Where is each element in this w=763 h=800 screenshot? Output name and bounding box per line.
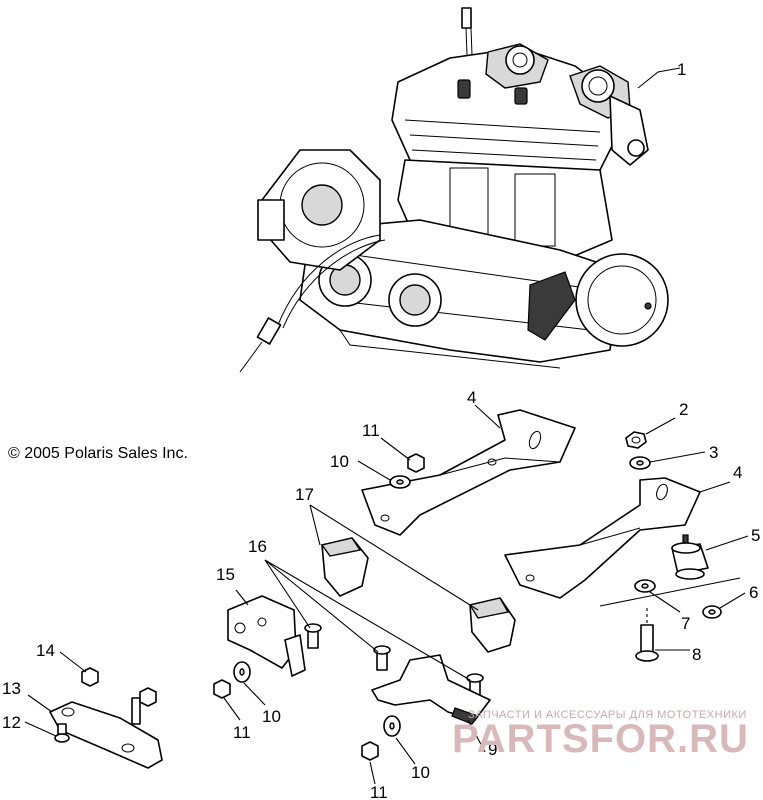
engine-mount-bracket-left [361, 409, 576, 536]
callout-10-mid: 10 [262, 707, 281, 726]
callout-16: 16 [248, 537, 267, 556]
callout-10-top: 10 [330, 452, 349, 471]
bolt-part-8 [635, 608, 659, 662]
snubber-part-17-b [468, 597, 516, 653]
bracket-part-15 [227, 595, 306, 677]
callout-9: 9 [488, 740, 497, 759]
watermark-brand: PARTSFOR.RU [452, 717, 749, 761]
leader-lines [24, 67, 749, 785]
isolator-part-5 [671, 534, 709, 580]
nut-part-2 [625, 431, 647, 449]
washer-part-10-top [389, 475, 411, 489]
washer-part-3 [629, 456, 651, 470]
washer-part-10-low [383, 715, 401, 737]
callout-17: 17 [295, 485, 314, 504]
washer-part-7 [634, 579, 656, 593]
callout-4-right: 4 [733, 463, 742, 482]
nut-part-11-low [361, 741, 379, 761]
engine-assembly [239, 7, 669, 373]
washer-part-10-mid [233, 661, 251, 683]
callout-3: 3 [709, 443, 718, 462]
nut-part-6 [702, 605, 722, 619]
callout-4-left: 4 [467, 388, 476, 407]
callout-13: 13 [2, 679, 21, 698]
callout-11-low: 11 [370, 783, 388, 800]
watermark: ЗАПЧАСТИ И АКСЕССУАРЫ ДЛЯ МОТОТЕХНИКИ PA… [452, 709, 749, 761]
callout-5: 5 [751, 526, 760, 545]
nut-part-14 [81, 667, 99, 687]
callout-8: 8 [692, 645, 701, 664]
copyright-notice: © 2005 Polaris Sales Inc. [8, 445, 188, 462]
bolt-part-16-a [304, 623, 322, 649]
callout-labels: 1 2 3 4 4 5 6 7 8 9 10 10 10 11 11 11 12… [2, 60, 760, 800]
callout-12: 12 [2, 713, 21, 732]
engine-mount-bracket-right [504, 477, 701, 599]
callout-6: 6 [749, 583, 758, 602]
callout-15: 15 [216, 565, 235, 584]
nut-part-11-top [407, 453, 425, 473]
bolt-part-12 [54, 723, 70, 743]
callout-7: 7 [681, 614, 690, 633]
plate-part-13 [49, 687, 163, 769]
callout-14: 14 [36, 641, 55, 660]
callout-1: 1 [677, 60, 686, 79]
bracket-part-9 [371, 654, 491, 725]
callout-11-top: 11 [362, 421, 380, 440]
snubber-part-17-a [320, 537, 369, 597]
callout-2: 2 [679, 400, 688, 419]
callout-11-mid: 11 [233, 723, 251, 742]
bolt-part-16-b [373, 645, 391, 671]
callout-10-low: 10 [411, 763, 430, 782]
watermark-tagline: ЗАПЧАСТИ И АКСЕССУАРЫ ДЛЯ МОТОТЕХНИКИ [468, 709, 747, 721]
nut-part-11-mid [213, 679, 231, 699]
